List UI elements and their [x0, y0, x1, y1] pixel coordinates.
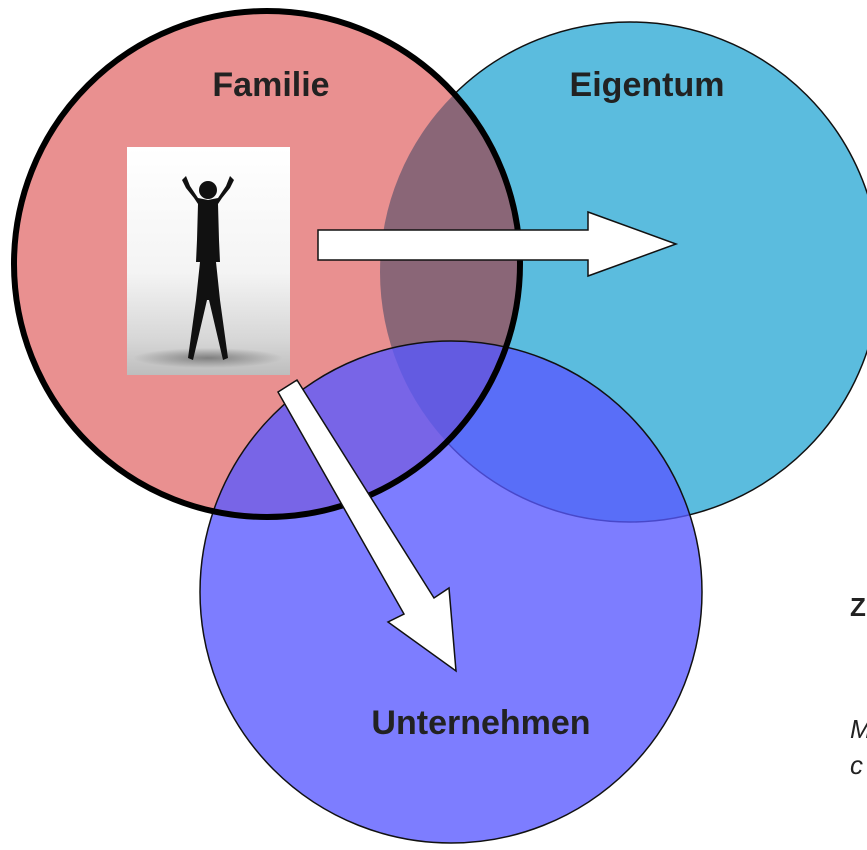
familie-border	[11, 8, 523, 520]
label-eigentum: Eigentum	[570, 66, 725, 104]
side-heading-fragment: Z	[850, 592, 866, 622]
arrow-right-icon	[317, 210, 679, 278]
arrow-down-icon	[276, 378, 457, 673]
side-line1-fragment: M	[850, 714, 867, 745]
circle-unternehmen	[199, 340, 703, 844]
label-unternehmen: Unternehmen	[371, 704, 590, 742]
side-line2-fragment: c	[850, 750, 863, 780]
label-familie: Familie	[212, 66, 329, 104]
person-silhouette-icon	[182, 176, 234, 360]
person-silhouette-photo	[127, 147, 290, 375]
